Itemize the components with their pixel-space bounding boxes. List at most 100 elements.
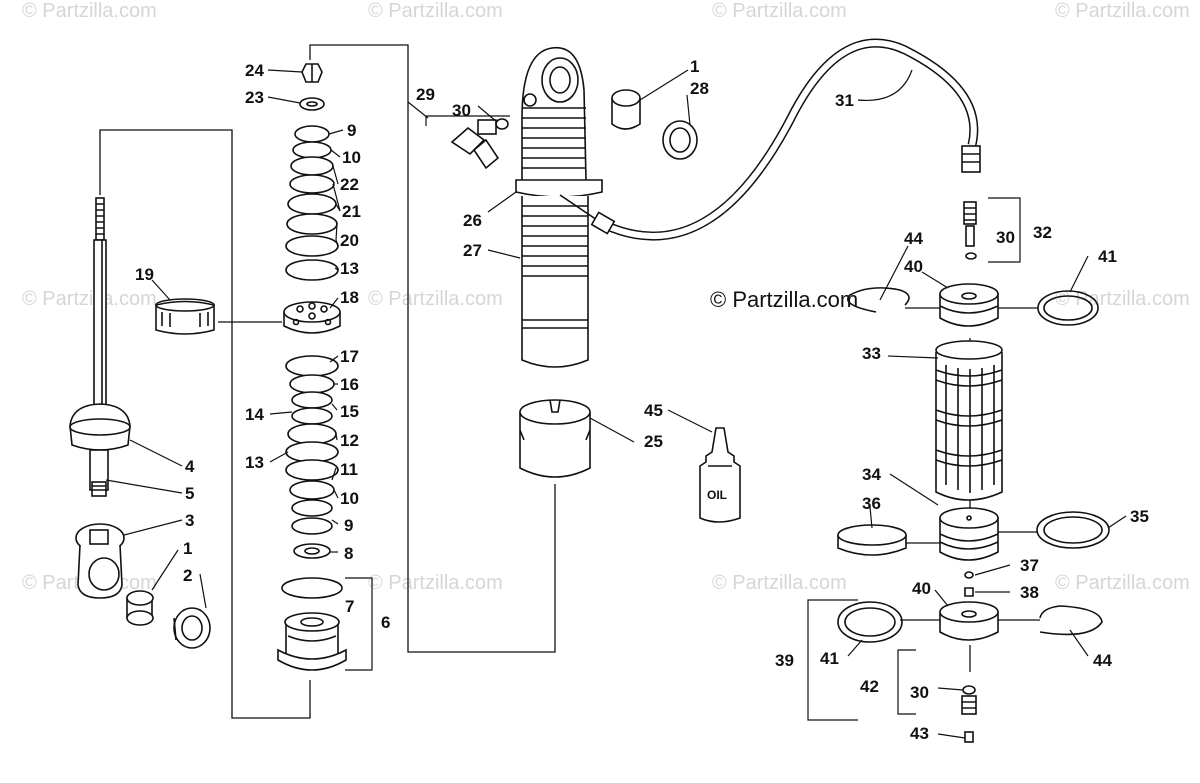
callout-36: 36 [862, 494, 881, 513]
callout-29: 29 [416, 85, 435, 104]
callout-26: 26 [463, 211, 482, 230]
callout-33: 33 [862, 344, 881, 363]
valve-37-38 [964, 571, 974, 597]
callout-15: 15 [340, 402, 359, 421]
callout-44: 44 [904, 229, 923, 248]
bracket-6 [345, 577, 373, 671]
callout-1: 1 [183, 539, 193, 558]
watermark: © Partzilla.com [1055, 288, 1190, 310]
callout-17: 17 [340, 347, 359, 366]
callout-10: 10 [340, 489, 359, 508]
brand-label: © Partzilla.com [710, 287, 859, 312]
callout-8: 8 [344, 544, 354, 563]
callout-6: 6 [381, 613, 391, 632]
callout-42: 42 [860, 677, 879, 696]
watermark: © Partzilla.com [368, 0, 503, 22]
callout-28: 28 [690, 79, 709, 98]
remote-hose [590, 38, 981, 241]
callout-20: 20 [340, 231, 359, 250]
watermark: © Partzilla.com [368, 288, 503, 310]
oil-label: OIL [707, 488, 727, 502]
schrader-valve [961, 685, 977, 743]
shim-stack-lower [285, 355, 339, 559]
snap-ring-44-bottom [1039, 605, 1103, 636]
shaft-eye [75, 523, 125, 599]
callout-34: 34 [862, 465, 881, 484]
callout-40: 40 [904, 257, 923, 276]
reservoir-cap-top [939, 283, 999, 327]
watermark: © Partzilla.com [1055, 0, 1190, 22]
callout-21: 21 [342, 202, 361, 221]
callout-31: 31 [835, 91, 854, 110]
hose-line [559, 194, 601, 223]
callout-22: 22 [340, 175, 359, 194]
snap-ring-44-top [847, 287, 910, 313]
callout-16: 16 [340, 375, 359, 394]
bracket-42 [897, 649, 916, 715]
callout-18: 18 [340, 288, 359, 307]
callout-30: 30 [996, 228, 1015, 247]
callout-27: 27 [463, 241, 482, 260]
seal-head [277, 577, 347, 671]
piston-ring-36 [837, 524, 907, 556]
callout-30: 30 [452, 101, 471, 120]
oil-bottle [699, 427, 741, 523]
callout-37: 37 [1020, 556, 1039, 575]
reservoir-piston [939, 507, 999, 561]
callout-11: 11 [340, 460, 358, 479]
bracket-29 [425, 115, 510, 126]
watermark: © Partzilla.com [22, 288, 157, 310]
callout-25: 25 [644, 432, 663, 451]
bumper-stop [69, 403, 131, 497]
watermark: © Partzilla.com [368, 572, 503, 594]
connector-lines [99, 44, 1040, 719]
callout-7: 7 [345, 597, 355, 616]
callout-12: 12 [340, 431, 359, 450]
bump-cup [519, 399, 591, 478]
callout-14: 14 [245, 405, 264, 424]
reservoir-body [935, 340, 1003, 501]
reservoir-cap-bottom [939, 601, 999, 641]
callout-10: 10 [342, 148, 361, 167]
eye-bushing [126, 590, 211, 649]
callout-3: 3 [185, 511, 195, 530]
callout-35: 35 [1130, 507, 1149, 526]
callout-45: 45 [644, 401, 663, 420]
watermark: © Partzilla.com [712, 0, 847, 22]
callout-13: 13 [340, 259, 359, 278]
shock-body [515, 46, 603, 368]
callout-39: 39 [775, 651, 794, 670]
watermark: © Partzilla.com [712, 572, 847, 594]
callout-23: 23 [245, 88, 264, 107]
watermark: © Partzilla.com [1055, 572, 1190, 594]
callout-43: 43 [910, 724, 929, 743]
shock-shaft [93, 197, 107, 409]
callout-1: 1 [690, 57, 700, 76]
hose-adapter-32 [963, 201, 977, 260]
bushing-1-right [611, 89, 698, 160]
watermark: © Partzilla.com [22, 0, 157, 22]
callout-41: 41 [1098, 247, 1117, 266]
callout-38: 38 [1020, 583, 1039, 602]
shim-stack-upper [285, 125, 339, 281]
callout-19: 19 [135, 265, 154, 284]
o-ring-41-bottom [837, 601, 903, 643]
o-ring-35 [1036, 511, 1110, 549]
callout-4: 4 [185, 457, 195, 476]
callout-13: 13 [245, 453, 264, 472]
callout-9: 9 [347, 121, 357, 140]
piston-18 [283, 301, 341, 334]
top-nut [299, 63, 325, 111]
bracket-39 [807, 599, 858, 721]
callout-9: 9 [344, 516, 354, 535]
seal-ring-19 [155, 298, 215, 335]
callout-44: 44 [1093, 651, 1112, 670]
bracket-32 [988, 197, 1021, 263]
callout-2: 2 [183, 566, 193, 585]
leader-lines [105, 69, 1127, 739]
callout-32: 32 [1033, 223, 1052, 242]
callout-30: 30 [910, 683, 929, 702]
callout-40: 40 [912, 579, 931, 598]
